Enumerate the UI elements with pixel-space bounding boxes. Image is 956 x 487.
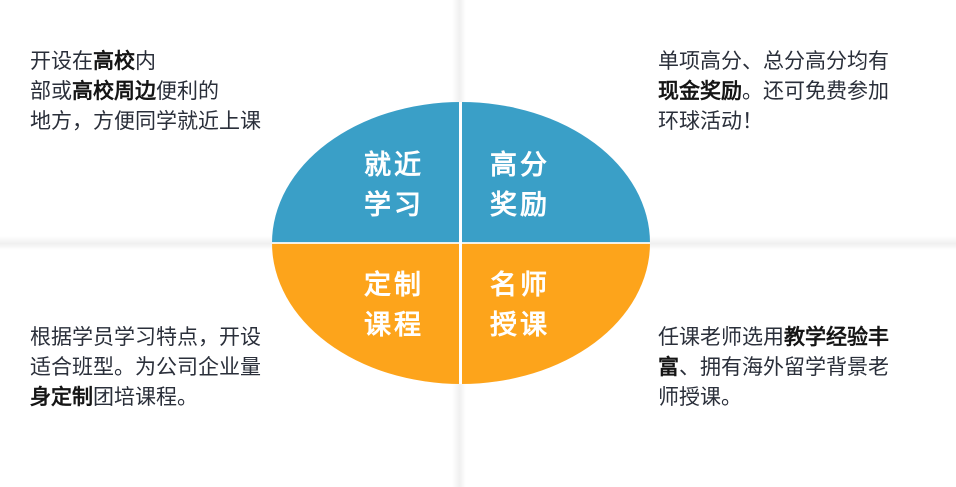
desc-line: 适合班型。为公司企业量 [30, 355, 261, 379]
quadrant-label-line: 授课 [490, 310, 550, 341]
quadrant-label-line: 学习 [364, 190, 424, 221]
desc-line: 地方，方便同学就近上课 [30, 109, 261, 133]
desc-line: 环球活动！ [658, 109, 763, 133]
text: 团培课程。 [93, 385, 198, 409]
description-high-score-reward: 单项高分、总分高分均有 现金奖励。还可免费参加 环球活动！ [658, 46, 889, 136]
quadrant-label-line: 就近 [364, 150, 424, 181]
text: 任课老师选用 [658, 325, 784, 349]
description-famous-teachers: 任课老师选用教学经验丰 富、拥有海外留学背景老 师授课。 [658, 322, 889, 412]
desc-line: 根据学员学习特点，开设 [30, 325, 261, 349]
text: 内 [135, 49, 156, 73]
text: 部或 [30, 79, 72, 103]
quadrant-label-line: 高分 [490, 150, 550, 181]
text: 、拥有海外留学背景老 [679, 355, 889, 379]
desc-line: 身定制团培课程。 [30, 382, 261, 412]
description-nearby-study: 开设在高校内 部或高校周边便利的 地方，方便同学就近上课 [30, 46, 261, 136]
feature-oval: 就近 学习 高分 奖励 定制 课程 名师 授课 [272, 102, 650, 384]
highlight-text: 高校周边 [72, 79, 156, 103]
text: 。还可免费参加 [742, 79, 889, 103]
quadrant-label-line: 奖励 [490, 190, 550, 221]
quadrant-custom-course: 定制 课程 [364, 266, 424, 346]
highlight-text: 高校 [93, 49, 135, 73]
highlight-text: 富 [658, 355, 679, 379]
desc-line: 师授课。 [658, 385, 742, 409]
text: 便利的 [156, 79, 219, 103]
desc-line: 开设在高校内 [30, 46, 261, 76]
quadrant-famous-teachers: 名师 授课 [490, 266, 550, 346]
desc-line: 现金奖励。还可免费参加 [658, 76, 889, 106]
highlight-text: 身定制 [30, 385, 93, 409]
desc-line: 任课老师选用教学经验丰 [658, 322, 889, 352]
oval-vertical-split [459, 102, 462, 384]
highlight-text: 教学经验丰 [784, 325, 889, 349]
desc-line: 单项高分、总分高分均有 [658, 49, 889, 73]
quadrant-high-score-reward: 高分 奖励 [490, 146, 550, 226]
quadrant-nearby-study: 就近 学习 [364, 146, 424, 226]
quadrant-label-line: 课程 [364, 310, 424, 341]
desc-line: 富、拥有海外留学背景老 [658, 352, 889, 382]
highlight-text: 现金奖励 [658, 79, 742, 103]
description-custom-course: 根据学员学习特点，开设 适合班型。为公司企业量 身定制团培课程。 [30, 322, 261, 412]
desc-line: 部或高校周边便利的 [30, 76, 261, 106]
text: 开设在 [30, 49, 93, 73]
quadrant-label-line: 定制 [364, 270, 424, 301]
quadrant-label-line: 名师 [490, 270, 550, 301]
